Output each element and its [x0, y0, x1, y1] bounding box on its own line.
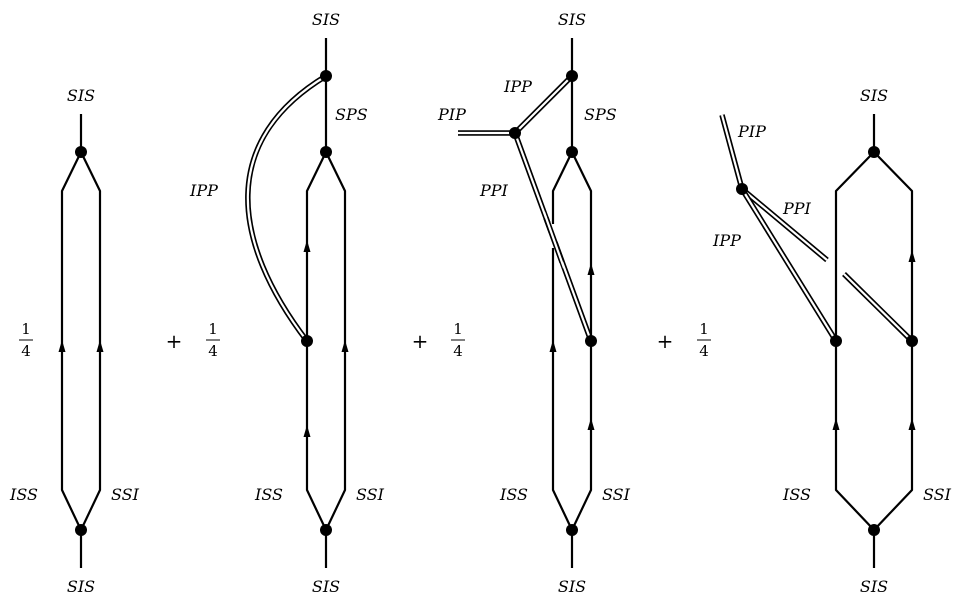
d4-arrow-right-lower [908, 418, 916, 430]
coef2-denominator: 4 [208, 342, 218, 360]
d1-loop-left [60, 151, 82, 531]
d1-vertex-top [75, 146, 87, 158]
coef4-numerator: 1 [699, 320, 709, 338]
coefficient-2: 1 4 [206, 320, 220, 360]
d2-double-line-outer [245, 73, 328, 343]
d4-label-left: ISS [782, 485, 811, 504]
d2-double-line-inner [246, 75, 327, 342]
d4-vertex-top [868, 146, 880, 158]
d4-diag-right-b-inner [843, 273, 913, 342]
d2-label-side: IPP [189, 181, 218, 200]
d1-arrow-left [58, 340, 66, 352]
d3-vertex-bottom [566, 524, 578, 536]
d3-label-bottom: SIS [558, 577, 586, 595]
coef4-denominator: 4 [699, 342, 709, 360]
d1-arrow-right [96, 340, 104, 352]
d4-vertex-left [830, 335, 842, 347]
d4-label-right: SSI [923, 485, 952, 504]
d3-arrow-left [549, 340, 557, 352]
plus-sign-2: + [412, 329, 429, 353]
d1-label-right: SSI [111, 485, 140, 504]
d4-diag-left-inner [741, 188, 837, 342]
d1-label-top: SIS [67, 86, 95, 105]
d3-arrow-right-lower [587, 418, 595, 430]
diagram-1: SIS ISS SSI SIS [9, 86, 140, 595]
diagram-4: SIS PIP PPI IPP ISS SSI SIS [712, 86, 952, 595]
d3-diagonal-front-inner [542, 211, 566, 269]
d3-label-right: SSI [602, 485, 631, 504]
d4-arrow-right-upper [908, 250, 916, 262]
d4-label-diag-right: PPI [782, 199, 812, 218]
d2-arrow-right [341, 340, 349, 352]
d4-vertex-right [906, 335, 918, 347]
coefficient-4: 1 4 [697, 320, 711, 360]
d3-label-diagonal: PPI [479, 181, 509, 200]
d4-vertex-external [736, 183, 748, 195]
coef1-numerator: 1 [21, 320, 31, 338]
d4-arrow-left [832, 418, 840, 430]
d2-label-right: SSI [356, 485, 385, 504]
d4-label-external: PIP [737, 122, 766, 141]
d2-vertex-top [320, 70, 332, 82]
plus-sign-1: + [166, 329, 183, 353]
d3-label-external: PIP [437, 105, 466, 124]
d1-vertex-bottom [75, 524, 87, 536]
d2-arrow-left-upper [303, 240, 311, 252]
d3-loop-left [551, 151, 573, 531]
coefficient-3: 1 4 [451, 320, 465, 360]
d4-label-diag-left: IPP [712, 231, 741, 250]
coef3-numerator: 1 [453, 320, 463, 338]
d2-label-left: ISS [254, 485, 283, 504]
d2-label-upper: SPS [335, 105, 368, 124]
d2-label-bottom: SIS [312, 577, 340, 595]
d2-arrow-left-lower [303, 425, 311, 437]
d2-loop-right [325, 151, 347, 531]
d3-vertex-upper [566, 146, 578, 158]
plus-sign-3: + [657, 329, 674, 353]
d3-vertex-top [566, 70, 578, 82]
d3-label-upper-left: IPP [503, 77, 532, 96]
coef1-denominator: 4 [21, 342, 31, 360]
coef3-denominator: 4 [453, 342, 463, 360]
coefficient-1: 1 4 [19, 320, 33, 360]
d4-vertex-bottom [868, 524, 880, 536]
d2-vertex-left [301, 335, 313, 347]
coef2-numerator: 1 [208, 320, 218, 338]
d2-vertex-upper [320, 146, 332, 158]
d3-vertex-right [585, 335, 597, 347]
diagram-3: SIS IPP SPS PIP PPI ISS SSI SIS [437, 10, 631, 595]
d2-vertex-bottom [320, 524, 332, 536]
d3-vertex-center [509, 127, 521, 139]
d4-label-bottom: SIS [860, 577, 888, 595]
d4-label-top: SIS [860, 86, 888, 105]
d1-loop-right [80, 151, 102, 531]
d3-label-left: ISS [499, 485, 528, 504]
d3-label-upper: SPS [584, 105, 617, 124]
d2-label-top: SIS [312, 10, 340, 29]
d4-diag-right-a-inner [741, 188, 828, 261]
d1-label-bottom: SIS [67, 577, 95, 595]
d3-arrow-right-upper [587, 263, 595, 275]
d4-external-line-inner [720, 114, 744, 190]
diagram-2: SIS SPS IPP ISS SSI SIS [189, 10, 385, 595]
d1-label-left: ISS [9, 485, 38, 504]
d3-label-top: SIS [558, 10, 586, 29]
d3-upper-line-inner [514, 75, 573, 134]
